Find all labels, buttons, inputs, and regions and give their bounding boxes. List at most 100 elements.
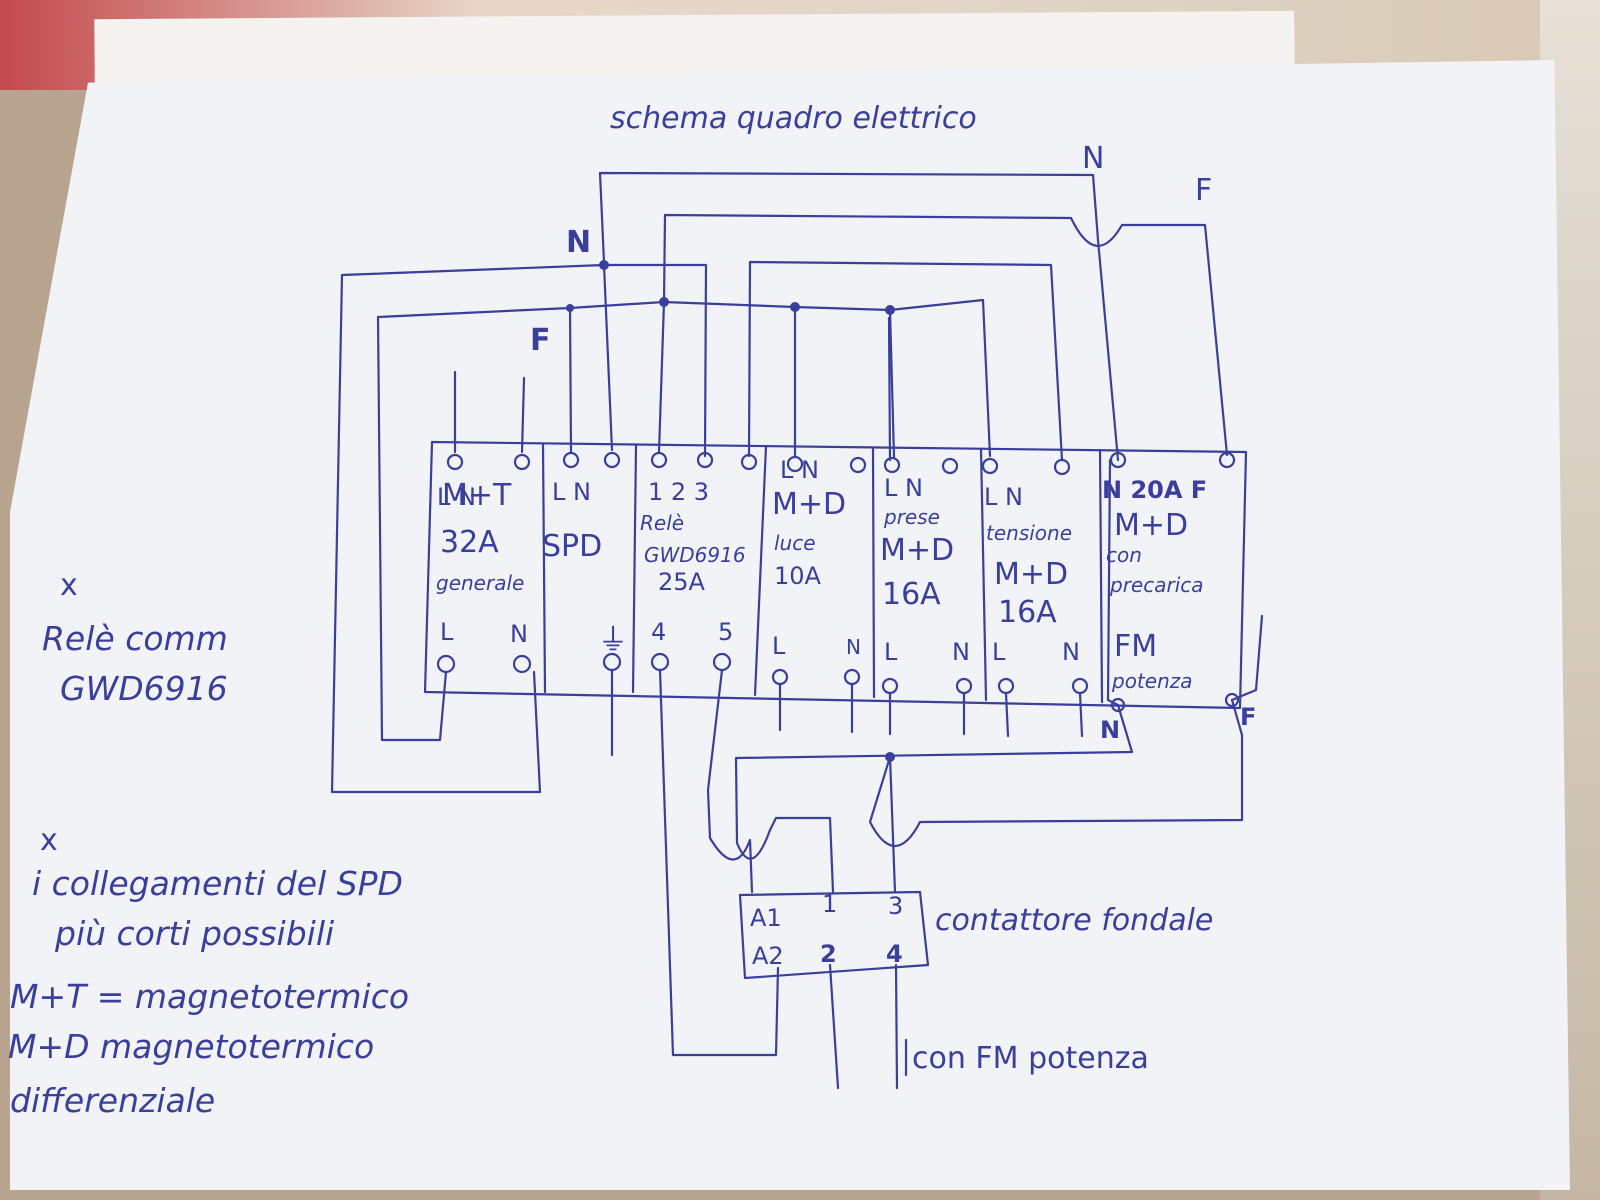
incoming-n (520, 376, 526, 454)
junction-dot (790, 302, 800, 312)
module-1-line-3: generale (436, 571, 524, 595)
output-label: con FM potenza (912, 1041, 1149, 1076)
din-rail-frame (423, 440, 1248, 710)
label-f-bottom: F (1240, 703, 1256, 731)
module-3-line-3: 25A (658, 568, 706, 596)
note-spd-x: x (40, 823, 58, 858)
module-4-top-terms: L N (780, 456, 819, 484)
module-6-line-2: M+D (994, 557, 1068, 592)
label-n-top: N (1082, 141, 1104, 176)
module-6-bottom-l: L (992, 638, 1006, 666)
contactor-box (738, 890, 930, 980)
module-3-line-2: GWD6916 (644, 543, 746, 567)
module-3-top-terms: 1 2 3 (648, 478, 709, 506)
module-2-ground: ⏚ (598, 623, 628, 658)
drop-relay-1 (657, 300, 666, 454)
label-n-bottom: N (1100, 716, 1120, 744)
module-divider (979, 447, 988, 702)
module-4-bottom-l: L (772, 632, 786, 660)
contactor-term-2: 2 (820, 940, 837, 968)
module-6-bottom-n: N (1062, 638, 1080, 666)
module-7-top-terms: N 20A F (1102, 476, 1207, 504)
relay-out-5-to-a1 (706, 668, 754, 894)
junction-dot (566, 304, 574, 312)
out-tensione-l (1004, 691, 1010, 738)
module-6-line-1: tensione (986, 521, 1072, 545)
contactor-out-4 (894, 963, 899, 1090)
note-relay-x: x (60, 568, 78, 603)
contactor-term-a1: A1 (750, 904, 782, 932)
module-divider (1098, 448, 1104, 704)
module-6-line-3: 16A (998, 595, 1057, 630)
note-spd-line-2: più corti possibili (54, 914, 334, 953)
contactor-term-a2: A2 (752, 942, 784, 970)
module-1-line-2: 32A (440, 525, 499, 560)
relay-out-4-to-a2 (658, 668, 780, 1057)
right-side-n-riser (1106, 458, 1120, 707)
module-7-line-3: precarica (1109, 573, 1204, 597)
module-divider (541, 442, 547, 694)
contactor-f-feed (868, 698, 1244, 894)
module-7-line-1: M+D (1114, 508, 1188, 543)
diagram-title: schema quadro elettrico (610, 101, 977, 136)
label-f-top: F (1195, 173, 1212, 208)
label-f-left: F (530, 323, 551, 358)
module-3-line-1: Relè (640, 511, 684, 535)
module-divider (631, 443, 638, 694)
module-divider (753, 444, 768, 697)
note-relay-line-1: Relè comm (42, 619, 228, 658)
module-7-line-5: potenza (1111, 669, 1193, 693)
module-5-top-terms: L N (884, 474, 923, 502)
module-5-bottom-n: N (952, 638, 970, 666)
contactor-term-1: 1 (822, 890, 837, 918)
neutral-distribution (602, 263, 708, 458)
top-terminals (446, 451, 1236, 476)
phase-bus-top (662, 213, 1229, 457)
drop-prese-l (888, 308, 896, 459)
module-5-line-1: prese (883, 505, 940, 529)
legend-line-2: M+D magnetotermico (8, 1027, 374, 1066)
module-4-bottom-n: N (846, 635, 861, 659)
neutral-bus-secondary (747, 260, 1064, 462)
out-tensione-n (1078, 691, 1084, 738)
junction-dot (885, 752, 895, 762)
neutral-bus-top (598, 171, 1120, 462)
contactor-term-3: 3 (888, 892, 903, 920)
module-1-top-terms: L N (437, 483, 476, 511)
module-4-line-1: M+D (772, 487, 846, 522)
legend-line-3: differenziale (10, 1081, 215, 1120)
module-3-bottom-5: 5 (718, 618, 733, 646)
note-relay-line-2: GWD6916 (60, 669, 228, 708)
module-7-line-4: FM (1114, 629, 1157, 664)
module-1-bottom-l: L (440, 618, 454, 646)
module-5-line-2: M+D (880, 533, 954, 568)
drop-prese-n (887, 316, 892, 462)
right-side-f-riser (1230, 614, 1264, 702)
note-spd-line-1: i collegamenti del SPD (32, 864, 403, 903)
module-4-line-3: 10A (774, 562, 822, 590)
label-n-left: N (566, 225, 591, 260)
paper-sheet (10, 60, 1570, 1190)
contactor-term-4: 4 (886, 940, 903, 968)
phase-distribution (568, 298, 992, 458)
module-2-line-1: SPD (542, 529, 602, 564)
module-1-bottom-n: N (510, 620, 528, 648)
contactor-n-feed (734, 703, 1134, 894)
module-6-top-terms: L N (984, 483, 1023, 511)
junction-dot (885, 305, 895, 315)
module-5-line-3: 16A (882, 577, 941, 612)
module-5-bottom-l: L (884, 638, 898, 666)
legend-line-1: M+T = magnetotermico (10, 977, 409, 1016)
module-1-line-1: M+T (442, 478, 512, 513)
module-2-top-terms: L N (552, 478, 591, 506)
junction-dot (659, 297, 669, 307)
neutral-return-left (330, 263, 606, 794)
module-7-line-2: con (1106, 543, 1142, 567)
contactor-out-2 (828, 963, 840, 1090)
module-divider (871, 446, 876, 699)
junction-dot (599, 260, 609, 270)
module-3-bottom-4: 4 (651, 618, 666, 646)
phase-return-left (376, 306, 572, 742)
contactor-label: contattore fondale (935, 903, 1213, 938)
drop-spd-l (568, 306, 573, 454)
